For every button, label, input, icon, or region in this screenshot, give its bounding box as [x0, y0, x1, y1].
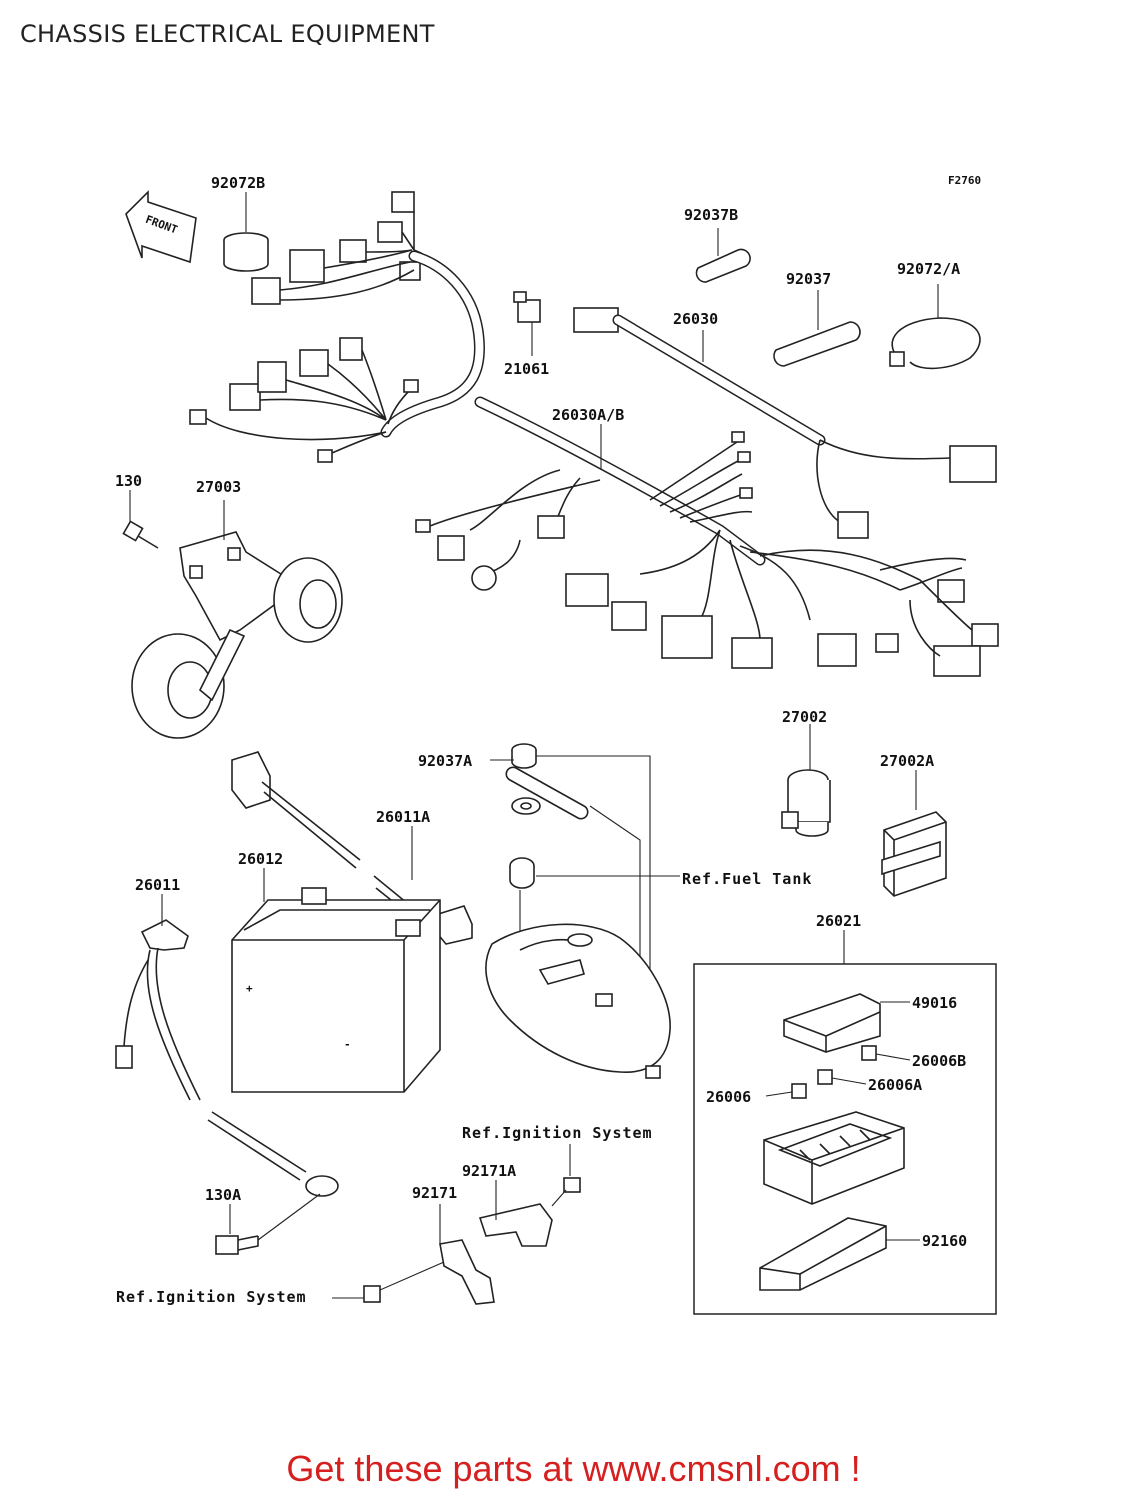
- label-26011a: 26011A: [376, 808, 430, 826]
- ref-ignition-system-lower: Ref.Ignition System: [116, 1288, 307, 1306]
- label-92072a: 92072/A: [897, 260, 960, 278]
- cable-26011-icon: [115, 894, 339, 1197]
- relay-27002a-icon: [881, 770, 947, 897]
- horn-27003-icon: [131, 500, 343, 739]
- relay-27002-icon: [781, 724, 831, 837]
- clamp-92037-icon: [773, 290, 861, 367]
- label-92037b: 92037B: [684, 206, 738, 224]
- label-130: 130: [115, 472, 142, 490]
- footer-promo-text: Get these parts at www.cmsnl.com !: [286, 1448, 861, 1489]
- label-92160: 92160: [922, 1232, 967, 1250]
- svg-text:+: +: [246, 982, 253, 995]
- ref-ignition-system-upper: Ref.Ignition System: [462, 1124, 653, 1142]
- figure-code: F2760: [948, 174, 981, 187]
- page-title: CHASSIS ELECTRICAL EQUIPMENT: [20, 20, 435, 48]
- label-130a: 130A: [205, 1186, 241, 1204]
- main-harness-front-icon: [189, 191, 485, 463]
- label-92171a: 92171A: [462, 1162, 516, 1180]
- label-26021: 26021: [816, 912, 861, 930]
- bracket-92171a-icon: [478, 1144, 581, 1247]
- label-92037a: 92037A: [418, 752, 472, 770]
- connector-21061-icon: [513, 291, 541, 356]
- cable-tie-92072a-icon: [889, 284, 981, 370]
- label-92037: 92037: [786, 270, 831, 288]
- clamp-92037b-icon: [695, 228, 751, 283]
- label-26006: 26006: [706, 1088, 751, 1106]
- fuel-tank-icon: [485, 923, 671, 1079]
- label-49016: 49016: [912, 994, 957, 1012]
- label-27002: 27002: [782, 708, 827, 726]
- battery-26012-icon: + -: [231, 868, 441, 1093]
- label-26030ab: 26030A/B: [552, 406, 624, 424]
- label-26012: 26012: [238, 850, 283, 868]
- label-26006b: 26006B: [912, 1052, 966, 1070]
- label-92171: 92171: [412, 1184, 457, 1202]
- ref-fuel-tank: Ref.Fuel Tank: [682, 870, 812, 888]
- label-26011: 26011: [135, 876, 180, 894]
- bolt-130a-icon: [215, 1193, 321, 1255]
- harness-26030-icon: [573, 307, 997, 539]
- bracket-92171-icon: [363, 1204, 495, 1305]
- fuse-box-26021-icon: [693, 930, 997, 1315]
- label-92072b: 92072B: [211, 174, 265, 192]
- svg-text:-: -: [344, 1038, 351, 1051]
- band-92072b-icon: [223, 192, 269, 272]
- label-26006a: 26006A: [868, 1076, 922, 1094]
- label-27002a: 27002A: [880, 752, 934, 770]
- fuel-tank-mount-icon: [505, 743, 680, 1050]
- cable-26011a-icon: [231, 751, 473, 945]
- front-arrow-icon: FRONT: [125, 190, 197, 264]
- label-21061: 21061: [504, 360, 549, 378]
- label-27003: 27003: [196, 478, 241, 496]
- bolt-130-icon: [122, 490, 159, 549]
- harness-26030ab-icon: [415, 396, 999, 677]
- label-26030: 26030: [673, 310, 718, 328]
